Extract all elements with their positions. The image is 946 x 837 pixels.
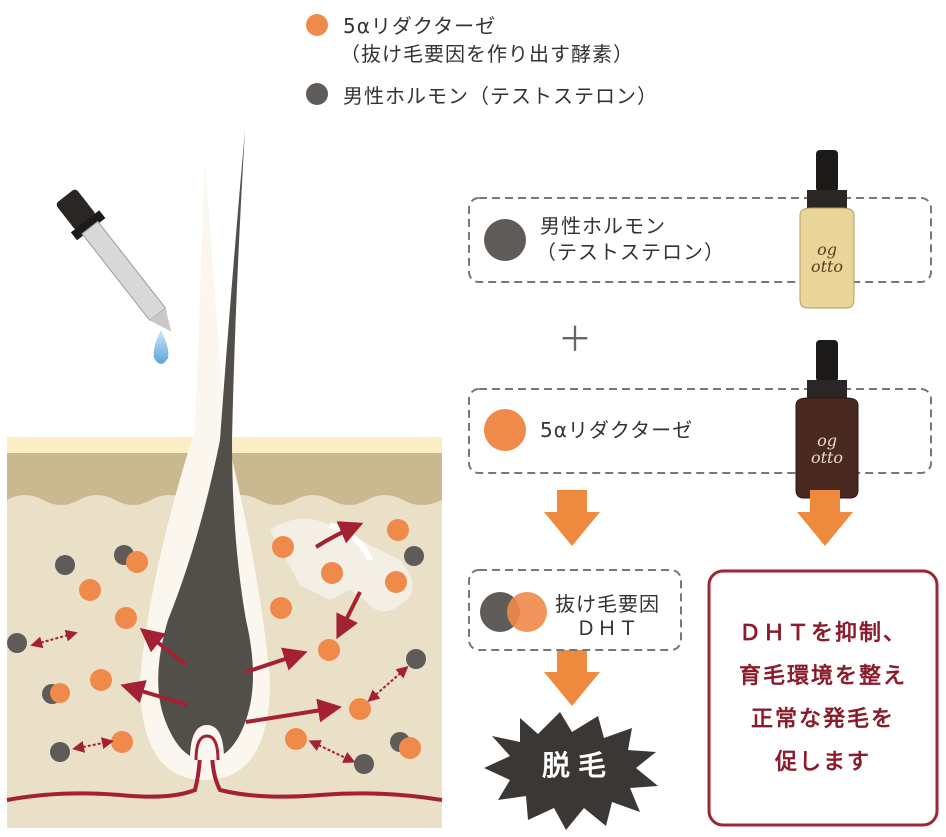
svg-text:og: og <box>817 240 837 259</box>
result-message: ＤＨＴを抑制、 育毛環境を整え 正常な発毛を 促します <box>712 612 934 784</box>
legend-hormone-dot <box>306 83 328 105</box>
dropper-icon <box>56 189 172 364</box>
hair-loss-label: 脱毛 <box>541 749 614 782</box>
dermal-papilla <box>190 725 224 760</box>
drop-icon <box>153 330 169 364</box>
box-hormone <box>468 197 932 283</box>
plus-sign: ＋ <box>558 320 592 360</box>
box-enzyme-dot <box>484 409 526 451</box>
box-enzyme <box>468 388 932 474</box>
hair-shaft <box>158 130 253 760</box>
reaction-arrows <box>30 629 409 763</box>
flow-down-arrows <box>544 490 853 706</box>
result-line-1: ＤＨＴを抑制、 <box>738 621 907 646</box>
flow-arrows <box>120 521 364 724</box>
legend-enzyme-label: 5αリダクターゼ <box>343 14 497 38</box>
skin-molecules <box>7 519 426 774</box>
svg-text:og: og <box>817 431 837 450</box>
legend-hormone-label: 男性ホルモン（テストステロン） <box>343 84 658 108</box>
box-hormone-line1: 男性ホルモン <box>540 214 666 238</box>
gold-serum-bottle: og otto <box>799 150 855 309</box>
legend-enzyme-dot <box>306 14 328 36</box>
box-dht-line2: ＤＨＴ <box>576 616 639 640</box>
box-hormone-dot <box>484 219 526 261</box>
result-line-3: 正常な発毛を <box>750 707 895 732</box>
box-hormone-line2: （テストステロン） <box>536 240 725 264</box>
svg-text:otto: otto <box>811 257 843 276</box>
svg-text:otto: otto <box>811 448 843 467</box>
hair-loss-burst <box>484 712 658 830</box>
result-line-2: 育毛環境を整え <box>738 664 907 689</box>
result-box <box>707 569 939 827</box>
dht-enzyme-dot <box>507 592 547 632</box>
dark-serum-bottle: og otto <box>795 340 859 499</box>
legend-enzyme-description: （抜け毛要因を作り出す酵素） <box>340 42 634 66</box>
box-dht-line1: 抜け毛要因 <box>555 592 660 616</box>
box-enzyme-label: 5αリダクターゼ <box>540 418 694 442</box>
result-line-4: 促します <box>774 750 871 775</box>
box-dht <box>468 569 682 651</box>
